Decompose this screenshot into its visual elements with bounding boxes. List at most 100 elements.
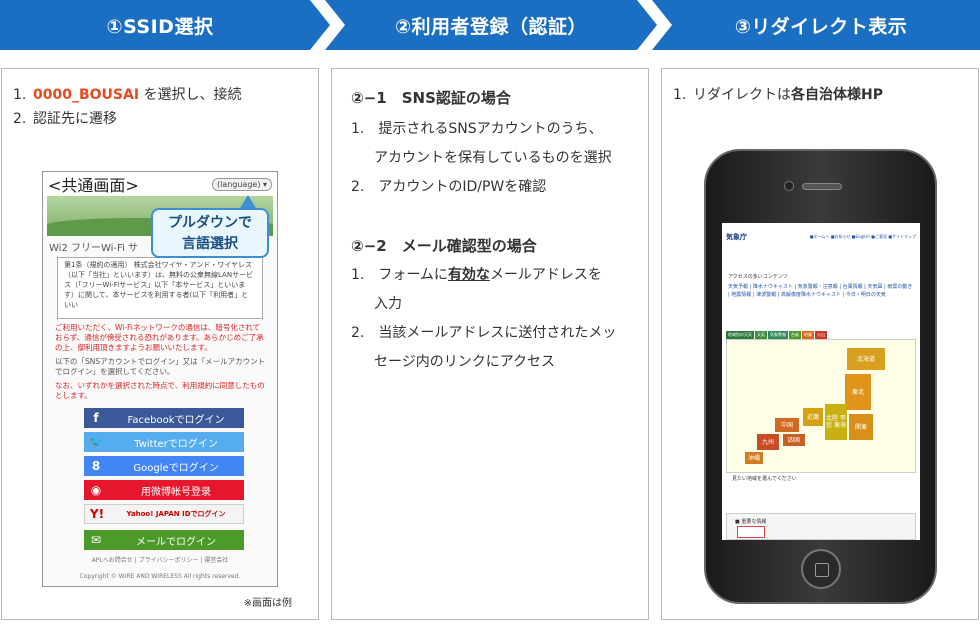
button-label: Facebookでログイン (127, 414, 225, 426)
list-item: 2. 当該メールアドレスに送付されたメッ (351, 325, 617, 341)
list-item: 1. 0000_BOUSAI を選択し、接続 (13, 83, 242, 107)
button-label: 用微博帐号登录 (141, 486, 211, 498)
step-1: ①SSID選択 (0, 0, 330, 50)
language-callout: プルダウンで 言語選択 (151, 208, 269, 258)
info-box-title: ■ 重要な情報 (735, 519, 767, 525)
list-item: アカウントを保有しているものを選択 (374, 150, 612, 166)
email-login-button[interactable]: ✉ メールでログイン (84, 530, 244, 550)
step-3-arrow-shape (652, 0, 980, 50)
emphasis-text: 各自治体様HP (791, 87, 883, 103)
list-text: 認証先に遷移 (33, 111, 117, 127)
list-item: 1. 提示されるSNSアカウントのうち、 (351, 121, 603, 137)
screen-header: 気象庁 ■ホームへ ■お知らせ ■English ■ご意見 ■サイトマップ (726, 229, 916, 245)
agreement-notice: なお、いずれかを選択された時点で、利用規約に同意したものとします。 (55, 381, 265, 400)
button-label: Googleでログイン (133, 462, 219, 474)
section-title: アクセスの多いコンテンツ (728, 274, 788, 280)
twitter-icon: 🐦 (88, 435, 104, 449)
phone-screen: 気象庁 ■ホームへ ■お知らせ ■English ■ご意見 ■サイトマップ アク… (722, 223, 920, 540)
button-label: Yahoo! JAPAN IDでログイン (126, 510, 226, 518)
panel-ssid-select: 1. 0000_BOUSAI を選択し、接続 2. 認証先に遷移 <共通画面> (l… (1, 68, 319, 620)
email-auth-heading: ②−2 メール確認型の場合 (351, 237, 537, 255)
region-kyushu[interactable]: 九州 (757, 434, 779, 450)
region-tohoku[interactable]: 東北 (845, 374, 871, 410)
info-badge[interactable] (737, 526, 765, 538)
region-chugoku[interactable]: 中国 (775, 418, 799, 432)
step-2-arrow-shape (325, 0, 657, 50)
content-links[interactable]: 天気予報 | 降水ナウキャスト | 気象警報・注意報 | 台風情報 | 天気図 … (728, 284, 913, 298)
terms-box[interactable]: 第1条（規約の適用） 株式会社ワイヤ・アンド・ワイヤレス（以下「当社」といいます… (57, 257, 263, 319)
step-3-label: ③リダイレクト表示 (734, 15, 908, 38)
site-logo: 気象庁 (726, 233, 747, 241)
mail-icon: ✉ (90, 533, 102, 547)
login-screen-title: <共通画面> (48, 176, 139, 195)
region-okinawa[interactable]: 沖縄 (745, 452, 763, 464)
ssid-name: 0000_BOUSAI (33, 87, 140, 103)
speaker-icon (802, 183, 842, 190)
list-item: 2. アカウントのID/PWを確認 (351, 179, 547, 195)
panel-redirect: 1.リダイレクトは各自治体様HP 気象庁 ■ホームへ ■お知らせ ■Englis… (661, 68, 979, 620)
list-text: を選択し、接続 (139, 87, 242, 103)
tab[interactable]: 地域別の天気 (726, 331, 754, 339)
map-caption: 見たい地域を選んでください (732, 476, 797, 482)
security-notice: ご利用いただく、Wi-Fiネットワークの通信は、暗号化されておらず、通信が傍受さ… (55, 323, 264, 352)
language-dropdown[interactable]: (language) ▾ (211, 177, 272, 191)
weibo-login-button[interactable]: ◉ 用微博帐号登录 (84, 480, 244, 500)
region-hokkaido[interactable]: 北海道 (847, 348, 885, 370)
list-item: 1. フォームに有効なメールアドレスを (351, 261, 641, 290)
important-info-box: ■ 重要な情報 (726, 513, 916, 540)
yahoo-login-button[interactable]: Y! Yahoo! JAPAN IDでログイン (84, 504, 244, 524)
panel-user-registration: ②−1 SNS認証の場合 1. 提示されるSNSアカウントのうち、 アカウントを… (331, 68, 649, 620)
list-item: 入力 (374, 296, 402, 312)
tab[interactable]: 台風 (789, 331, 801, 339)
step-1-arrow-shape (0, 0, 330, 50)
weibo-icon: ◉ (90, 483, 102, 497)
camera-icon (784, 181, 794, 191)
email-auth-steps: 1. フォームに有効なメールアドレスを 入力 2. 当該メールアドレスに送付され… (351, 261, 641, 377)
redirect-steps-list: 1.リダイレクトは各自治体様HP (673, 83, 883, 107)
ssid-steps-list: 1. 0000_BOUSAI を選択し、接続 2. 認証先に遷移 (13, 83, 242, 131)
google-login-button[interactable]: 8 Googleでログイン (84, 456, 244, 476)
region-hokuriku[interactable]: 北陸 甲信 東海 (825, 404, 847, 440)
button-label: メールでログイン (136, 536, 216, 548)
home-button (801, 549, 841, 589)
tab[interactable]: 火山 (815, 331, 827, 339)
region-kinki[interactable]: 近畿 (803, 408, 823, 426)
yahoo-icon: Y! (89, 507, 105, 521)
region-kanto[interactable]: 関東 (849, 414, 873, 440)
list-number: 1. (13, 87, 27, 103)
emphasis-text: 有効な (447, 267, 490, 283)
footer-links[interactable]: APLへお問合せ | プライバシーポリシー | 運営会社 (91, 557, 229, 564)
callout-text: プルダウンで 言語選択 (168, 215, 252, 252)
tab[interactable]: 気象警報 (768, 331, 788, 339)
tab[interactable]: 地震 (802, 331, 814, 339)
list-text: リダイレクトは (693, 87, 791, 103)
sns-auth-heading: ②−1 SNS認証の場合 (351, 89, 511, 107)
list-text: 1. フォームに (351, 267, 448, 283)
login-screen-header: <共通画面> (language) ▾ (43, 172, 277, 196)
facebook-login-button[interactable]: f Facebookでログイン (84, 408, 244, 428)
twitter-login-button[interactable]: 🐦 Twitterでログイン (84, 432, 244, 452)
example-note: ※画面は例 (243, 598, 292, 609)
step-2: ②利用者登録（認証） (325, 0, 657, 50)
button-label: Twitterでログイン (134, 438, 218, 450)
list-item: セージ内のリンクにアクセス (374, 354, 556, 370)
list-item: 2. 認証先に遷移 (13, 107, 242, 131)
google-icon: 8 (91, 459, 101, 473)
screen-tabs: 地域別の天気 天気 気象警報 台風 地震 火山 (726, 331, 827, 339)
login-instruction: 以下の「SNSアカウントでログイン」又は「メールアカウントでログイン」を選択して… (55, 357, 266, 376)
region-shikoku[interactable]: 四国 (783, 434, 805, 446)
wifi-service-title: Wi2 フリーWi-Fi サ (49, 243, 139, 254)
step-3: ③リダイレクト表示 (652, 0, 980, 50)
facebook-icon: f (93, 411, 99, 425)
list-number: 2. (13, 111, 27, 127)
tab[interactable]: 天気 (755, 331, 767, 339)
site-nav-links[interactable]: ■ホームへ ■お知らせ ■English ■ご意見 ■サイトマップ (809, 234, 916, 239)
step-1-label: ①SSID選択 (106, 15, 214, 38)
sns-auth-steps: 1. 提示されるSNSアカウントのうち、 アカウントを保有しているものを選択 2… (351, 115, 641, 202)
smartphone-illustration: 気象庁 ■ホームへ ■お知らせ ■English ■ご意見 ■サイトマップ アク… (704, 149, 937, 604)
callout-pointer (240, 195, 256, 208)
step-arrows: ①SSID選択 ②利用者登録（認証） ③リダイレクト表示 (0, 0, 980, 50)
copyright: Copyright © WIRE AND WIRELESS All rights… (79, 573, 241, 580)
region-map: 北海道 東北 北陸 甲信 東海 関東 近畿 中国 四国 九州 沖縄 (726, 339, 916, 473)
login-screen-example: <共通画面> (language) ▾ Wi2 フリーWi-Fi サ 第1条（規… (42, 171, 278, 587)
